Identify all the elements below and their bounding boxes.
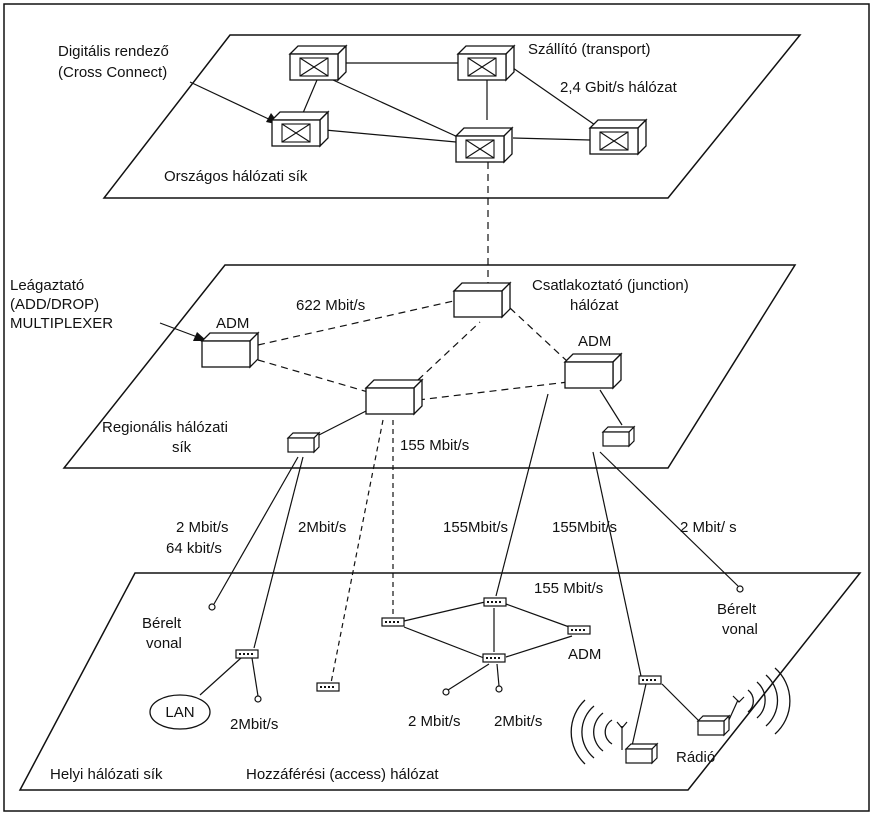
adm-left-label: ADM [216,315,249,332]
ring-adm-label: ADM [568,646,601,663]
adm-right-label: ADM [578,333,611,350]
radio-terminal-right [697,715,730,736]
ring-rate-label: 155 Mbit/s [534,580,603,597]
radio-waves-right [747,667,791,735]
cross-connect-switch-2 [457,45,515,81]
cross-connect-switch-3 [271,111,329,147]
local-rate-2mbit-b: 2Mbit/s [494,713,542,730]
adm-pointer [159,322,201,339]
adm-pointer-label-2: (ADD/DROP) [10,296,99,313]
leased-left-label-1: Bérelt [142,615,182,632]
adm-right-node [564,353,622,389]
regional-access-node-left [287,432,320,453]
adm-left-node [201,332,259,368]
cross-connect-switch-5 [589,119,647,155]
lan-access-node [235,649,259,659]
cross-connect-label-2: (Cross Connect) [58,64,167,81]
leased-left-label-2: vonal [146,635,182,652]
national-plane-label: Országos hálózati sík [164,168,308,185]
junction-node [453,282,511,318]
adm-pointer-label-3: MULTIPLEXER [10,315,113,332]
regional-links [257,299,623,438]
leased-right-label-1: Bérelt [717,601,757,618]
regional-hub-node [365,379,423,415]
ring-node-bottom [482,653,506,663]
adm-pointer-label-1: Leágaztató [10,277,84,294]
local-links [199,601,745,750]
lan-cloud [149,694,211,730]
regional-access-node-right [602,426,635,447]
rate-155-regional-label: 155 Mbit/s [400,437,469,454]
ring-node-right-adm [567,625,591,635]
rate-622-label: 622 Mbit/s [296,297,365,314]
access-network-label: Hozzáférési (access) hálózat [246,766,439,783]
leased-right-label-2: vonal [722,621,758,638]
inter-plane-links [208,393,744,684]
rate-155-mid: 155Mbit/s [443,519,508,536]
rate-2mbit-mid: 2Mbit/s [298,519,346,536]
cross-connect-switch-1 [289,45,347,81]
rate-2mbit-right: 2 Mbit/ s [680,519,737,536]
transport-title: Szállító (transport) [528,41,651,58]
cross-connect-pointer [189,81,276,123]
cross-connect-switch-4 [455,127,513,163]
ring-node-left [381,617,405,627]
national-links [302,62,596,285]
local-rate-2mbit-a: 2 Mbit/s [408,713,461,730]
regional-plane [62,264,797,469]
ring-node-top [483,597,507,607]
rate-155-right: 155Mbit/s [552,519,617,536]
regional-plane-label-1: Regionális hálózati [102,419,228,436]
lan-label: LAN [165,704,194,721]
radio-terminal-left [625,743,658,764]
junction-label-2: hálózat [570,297,619,314]
outer-frame [3,3,870,812]
national-plane [102,34,802,199]
rate-2mbit-left: 2 Mbit/s [176,519,229,536]
regional-plane-label-2: sík [172,439,192,456]
transport-rate: 2,4 Gbit/s hálózat [560,79,678,96]
cross-connect-label-1: Digitális rendező [58,43,169,60]
local-plane-label: Helyi hálózati sík [50,766,163,783]
rate-64kbit-left: 64 kbit/s [166,540,222,557]
radio-access-node [638,675,662,685]
lan-rate-label: 2Mbit/s [230,716,278,733]
junction-label-1: Csatlakoztató (junction) [532,277,689,294]
radio-waves-left [570,699,613,765]
standalone-access-node [316,682,340,692]
radio-label: Rádió [676,749,715,766]
